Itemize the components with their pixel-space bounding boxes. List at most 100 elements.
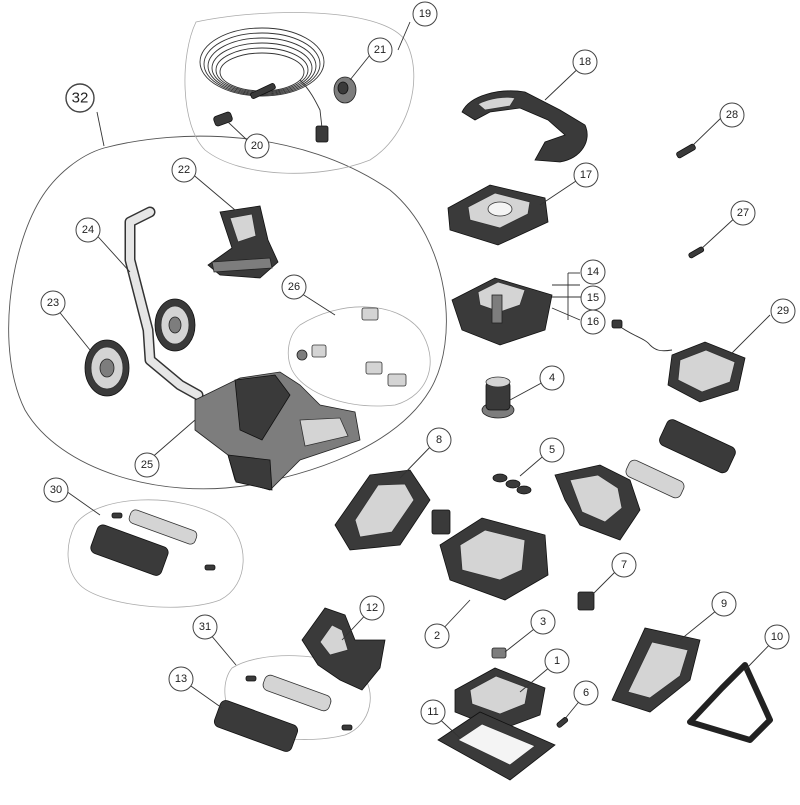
callout-32: 32 — [65, 83, 95, 113]
handle-bar — [124, 206, 204, 401]
impeller — [481, 376, 515, 419]
svg-text:10: 10 — [771, 631, 783, 643]
callout-11: 11 — [420, 699, 446, 725]
kit-30-outline — [67, 499, 244, 608]
callout-16: 16 — [580, 309, 606, 335]
svg-text:19: 19 — [419, 8, 431, 20]
track-belt — [687, 662, 773, 743]
callout-14: 14 — [580, 259, 606, 285]
svg-text:23: 23 — [47, 297, 59, 309]
bottom-plate — [437, 711, 556, 781]
callout-30: 30 — [43, 477, 69, 503]
callout-29: 29 — [770, 298, 796, 324]
callout-19: 19 — [412, 1, 438, 27]
svg-text:6: 6 — [583, 687, 589, 699]
filter-basket — [451, 277, 553, 346]
cable-swivel — [333, 76, 357, 104]
callout-5: 5 — [539, 437, 565, 463]
callout-21: 21 — [367, 37, 393, 63]
callout-28: 28 — [719, 102, 745, 128]
svg-text:8: 8 — [436, 434, 442, 446]
callout-2: 2 — [424, 623, 450, 649]
gasket-3 — [491, 647, 507, 659]
svg-text:17: 17 — [580, 169, 592, 181]
fixing-clips — [296, 307, 407, 387]
callout-6: 6 — [573, 680, 599, 706]
svg-text:21: 21 — [374, 44, 386, 56]
svg-text:13: 13 — [175, 673, 187, 685]
svg-text:32: 32 — [72, 90, 89, 107]
svg-text:3: 3 — [540, 616, 546, 628]
svg-text:5: 5 — [549, 444, 555, 456]
kit-19-outline — [184, 12, 415, 174]
robot-chassis — [194, 371, 361, 491]
brush-right — [659, 419, 736, 474]
svg-text:31: 31 — [199, 621, 211, 633]
callout-31: 31 — [192, 614, 218, 640]
wheel-left — [84, 339, 130, 397]
motor-side-cover — [611, 627, 701, 713]
svg-text:25: 25 — [141, 459, 153, 471]
svg-text:2: 2 — [434, 630, 440, 642]
callout-4: 4 — [539, 365, 565, 391]
callout-1: 1 — [544, 648, 570, 674]
callout-17: 17 — [573, 162, 599, 188]
svg-text:15: 15 — [587, 292, 599, 304]
callout-20: 20 — [244, 133, 270, 159]
callout-26: 26 — [281, 274, 307, 300]
svg-text:14: 14 — [587, 266, 599, 278]
brush-13 — [213, 700, 299, 752]
callout-27: 27 — [730, 200, 756, 226]
svg-text:20: 20 — [251, 140, 263, 152]
callout-18: 18 — [572, 49, 598, 75]
svg-text:12: 12 — [366, 602, 378, 614]
svg-text:4: 4 — [549, 372, 555, 384]
callout-24: 24 — [75, 217, 101, 243]
svg-text:22: 22 — [178, 164, 190, 176]
cleaning-brush-small — [676, 143, 696, 159]
motor-block — [439, 517, 549, 601]
svg-text:28: 28 — [726, 109, 738, 121]
svg-text:16: 16 — [587, 316, 599, 328]
handle-bracket — [207, 205, 279, 279]
svg-text:24: 24 — [82, 224, 94, 236]
callout-25: 25 — [134, 452, 160, 478]
svg-text:1: 1 — [554, 655, 560, 667]
callout-22: 22 — [171, 157, 197, 183]
screw-6 — [556, 717, 569, 728]
roller-right — [625, 459, 685, 499]
clip-7 — [577, 591, 595, 611]
wheel-right — [154, 298, 196, 352]
svg-text:11: 11 — [427, 706, 438, 718]
callout-8: 8 — [426, 427, 452, 453]
motor-bracket — [431, 509, 451, 535]
filter-lid — [447, 184, 549, 246]
roller-kit-31 — [245, 674, 353, 731]
callout-23: 23 — [40, 290, 66, 316]
callout-9: 9 — [711, 591, 737, 617]
callout-3: 3 — [530, 609, 556, 635]
power-supply — [611, 319, 746, 403]
svg-text:18: 18 — [579, 56, 591, 68]
side-panel-right — [554, 464, 641, 541]
svg-text:7: 7 — [621, 559, 627, 571]
kit-26-outline — [287, 306, 431, 407]
svg-text:9: 9 — [721, 598, 727, 610]
front-cover — [301, 607, 386, 691]
floating-cable-coil — [199, 27, 329, 143]
svg-text:27: 27 — [737, 207, 749, 219]
seals — [492, 473, 532, 495]
cable-plug — [213, 111, 233, 127]
brush-kit-30 — [90, 509, 216, 576]
callout-15: 15 — [580, 285, 606, 311]
callout-10: 10 — [764, 624, 790, 650]
callout-12: 12 — [359, 595, 385, 621]
svg-text:26: 26 — [288, 281, 300, 293]
callout-13: 13 — [168, 666, 194, 692]
side-panel-left — [334, 469, 431, 551]
svg-text:29: 29 — [777, 305, 789, 317]
callout-7: 7 — [611, 552, 637, 578]
svg-text:30: 30 — [50, 484, 62, 496]
